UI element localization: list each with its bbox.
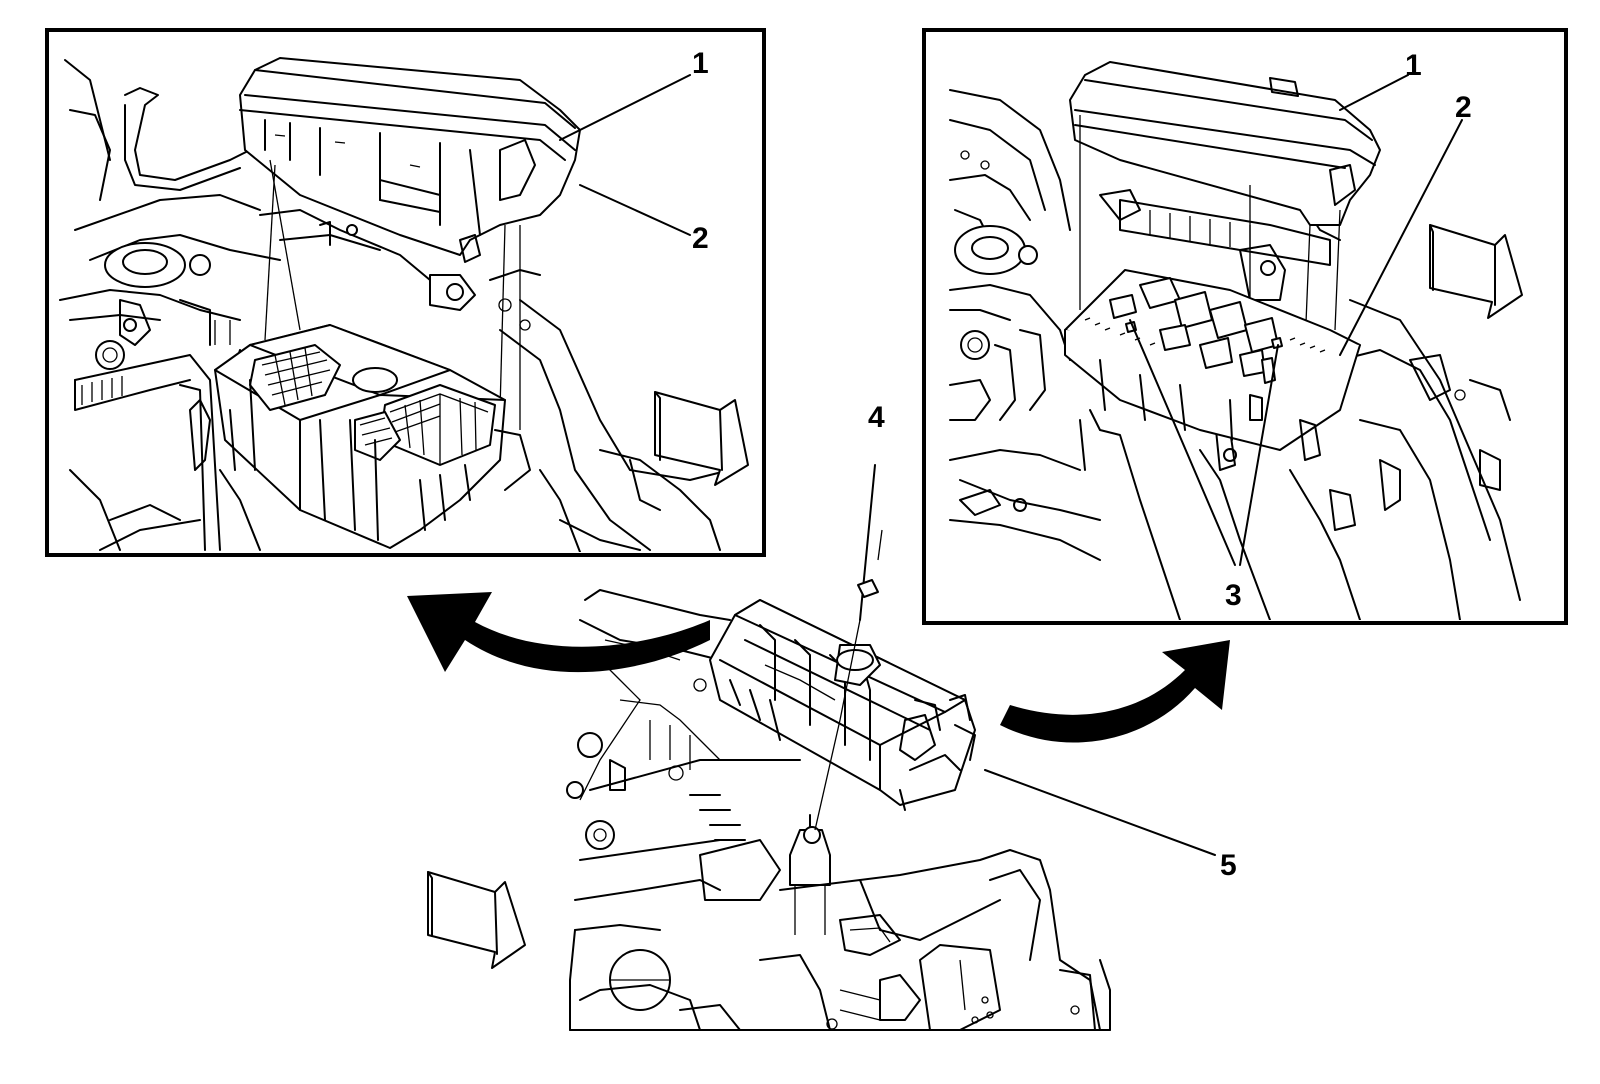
right-callout-1: 1 [1405, 49, 1422, 82]
right-leader-2 [1339, 119, 1463, 356]
bottom-direction-arrow-icon [427, 871, 526, 969]
callout-4: 4 [868, 401, 885, 434]
forward-direction-arrow-icon [654, 391, 749, 486]
right-leader-3a [1129, 319, 1236, 566]
left-fuse-block-cover [239, 57, 581, 263]
right-callout-2: 2 [1455, 91, 1472, 124]
right-callout-3: 3 [1225, 579, 1242, 612]
curved-swing-arrow-right-icon [1000, 640, 1230, 743]
left-leader-2 [579, 184, 691, 236]
bolt-4 [814, 464, 883, 831]
left-inset-panel: 1 2 [45, 28, 766, 557]
left-fuse-block-base [214, 324, 531, 549]
right-direction-arrow-icon [1429, 224, 1523, 319]
fuse-block-bracket [709, 599, 976, 811]
leader-5 [984, 769, 1216, 856]
right-leader-3b [1239, 344, 1279, 566]
curved-swing-arrow-icon [407, 592, 710, 673]
right-fuse-block-base [1064, 269, 1361, 461]
left-callout-1: 1 [692, 47, 709, 80]
right-inset-panel: 1 2 3 [922, 28, 1568, 625]
left-leader-1 [559, 74, 691, 141]
left-callout-2: 2 [692, 222, 709, 255]
callout-5: 5 [1220, 849, 1237, 882]
right-leader-1 [1339, 74, 1409, 111]
main-engine-bay-view [566, 464, 1111, 1031]
right-fuse-block-cover [1069, 61, 1381, 226]
